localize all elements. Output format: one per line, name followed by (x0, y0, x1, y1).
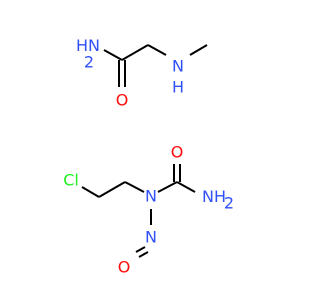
atom-amine-n: N (172, 57, 184, 76)
structure-canvas: HN 2 O N H Cl N O NH 2 N O (63, 36, 234, 277)
atom-amine-h: H (172, 78, 184, 97)
bond-ch2-to-amine-n (147, 44, 167, 56)
atom-urea-n: N (202, 187, 214, 206)
molecule-chloroethylnitrosourea: Cl N O NH 2 N O (63, 143, 234, 277)
atom-amide-nh2: HN (76, 36, 100, 55)
bond-ch2-to-central-n (124, 181, 145, 193)
atom-nitroso-n: N (145, 228, 157, 247)
atom-amide-n: N (88, 36, 100, 55)
bond-carbonyl-to-amide-n (103, 49, 123, 61)
atom-urea-h: H (214, 187, 226, 206)
bond-nitroso-2 (138, 251, 149, 258)
bond-carbonyl-to-ch2 (121, 44, 149, 61)
atom-central-n: N (145, 187, 157, 206)
bond-amine-n-to-methyl (189, 44, 208, 56)
atom-urea-nh2: NH (202, 187, 226, 206)
atom-nitroso-o: O (118, 258, 131, 277)
bond-ch2-to-ch2 (98, 181, 126, 198)
atom-amide-nh2-subscript: 2 (84, 53, 94, 72)
atom-amide-h: H (76, 36, 88, 55)
bond-carbonyl-to-urea-n (176, 181, 196, 193)
atom-urea-nh2-subscript: 2 (224, 194, 234, 213)
bond-nitroso-1 (135, 246, 146, 253)
atom-urea-o: O (171, 143, 184, 162)
molecule-sarcosinamide: HN 2 O N H (76, 36, 208, 110)
atom-chlorine: Cl (63, 171, 79, 190)
bond-cl-to-ch2 (81, 186, 100, 198)
atom-carbonyl-o: O (116, 91, 129, 110)
bond-central-n-to-carbonyl (157, 181, 178, 193)
